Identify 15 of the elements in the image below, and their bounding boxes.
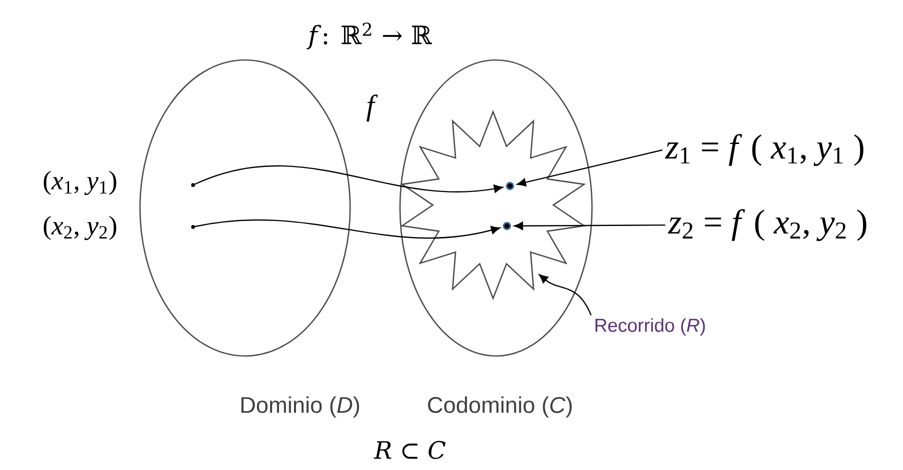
node-label: Dominio (D) — [241, 396, 360, 418]
subset-relation: R ⊂ C — [374, 440, 446, 460]
node-label: Codominio (C) — [428, 396, 572, 418]
arrow — [194, 165, 504, 193]
image-label: z$_{1}$ = f ( x$_{1}$, y$_{1}$ ) — [664, 134, 864, 166]
arrow — [514, 222, 666, 230]
leader-arrow — [538, 274, 592, 316]
point-label: (x$_{1}$, y$_{1}$) — [44, 170, 116, 196]
point-label: (x$_{2}$, y$_{2}$) — [44, 216, 116, 240]
edge-label: f — [364, 93, 380, 123]
arrow — [516, 149, 662, 186]
title: f: ℝ$^{2}$ → ℝ — [306, 22, 432, 50]
image-label: z$_{2}$ = f ( x$_{2}$, y$_{2}$ ) — [668, 209, 866, 241]
range-label: Recorrido (R) — [596, 318, 705, 336]
arrow — [194, 219, 500, 238]
